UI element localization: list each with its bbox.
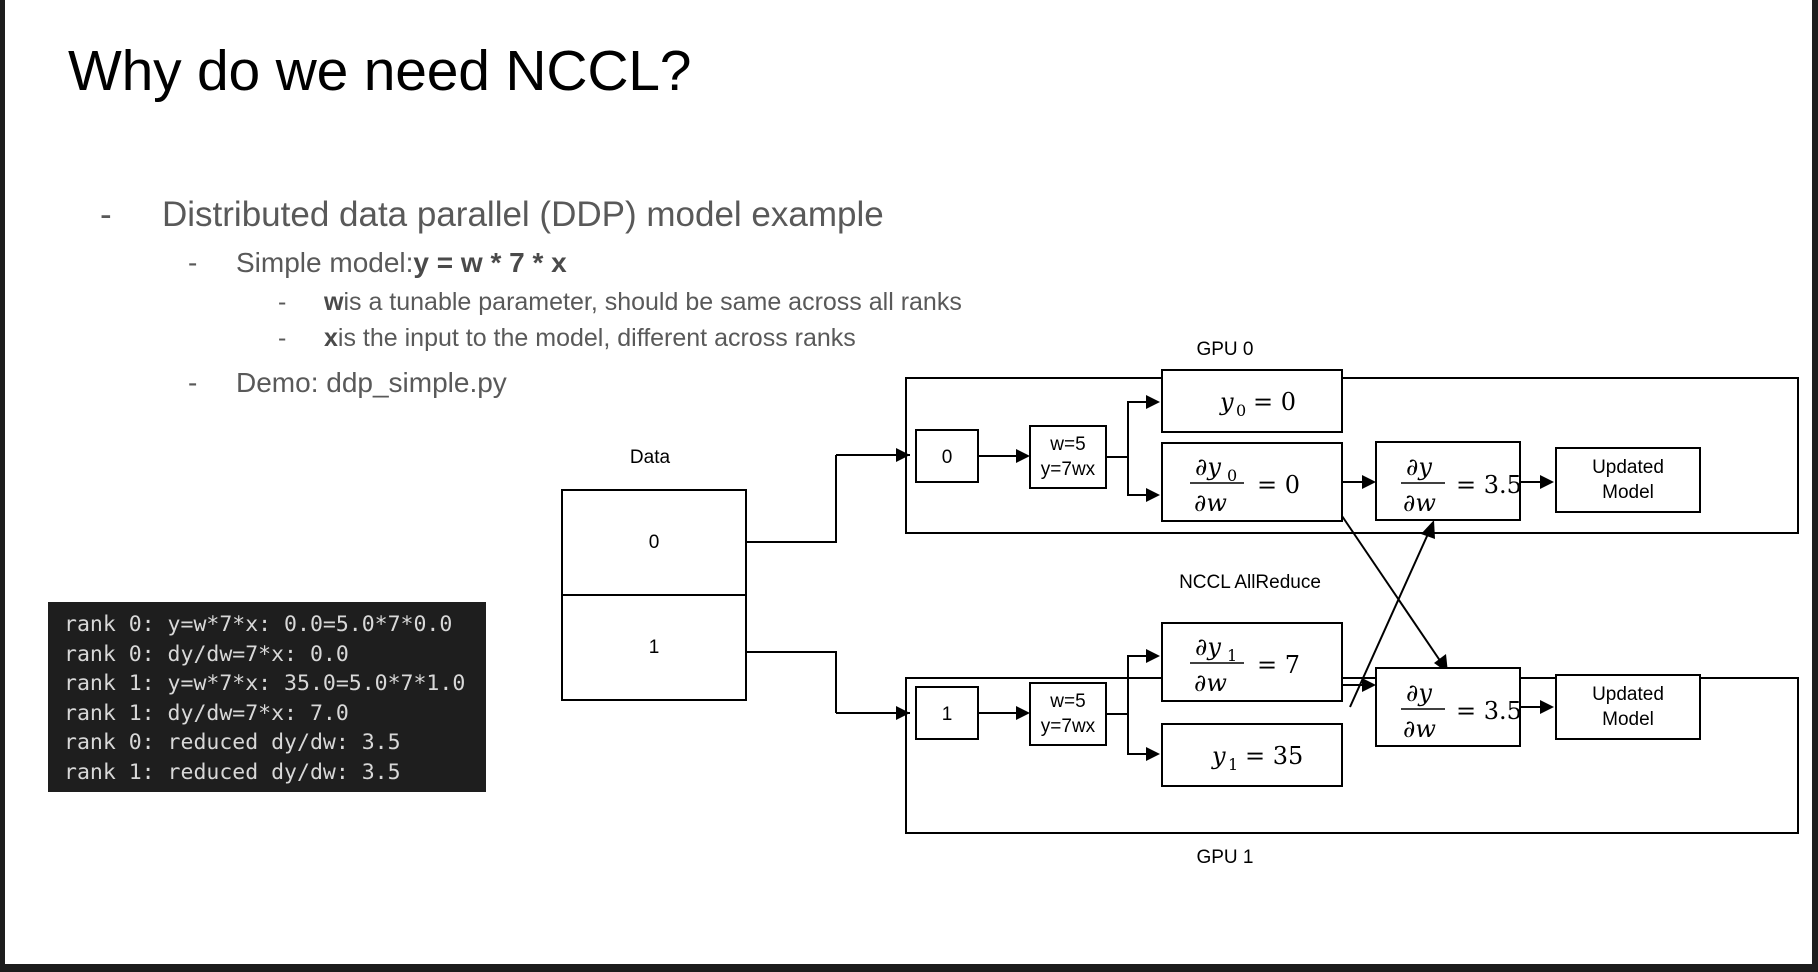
gpu0-grad-numerator-subscript: 0 [1227, 466, 1237, 485]
gpu0-updated-model-box [1555, 447, 1701, 513]
gpu1-forward-value: = 35 [1245, 742, 1303, 770]
gpu0-label: GPU 0 [1196, 339, 1253, 360]
gpu0-reduced-grad-box [1375, 441, 1521, 521]
gpu0-reduced-denominator: ∂w [1403, 489, 1436, 517]
param-x-symbol: x [324, 324, 338, 352]
gpu1-input-value: 1 [942, 704, 953, 725]
gpu1-grad-numerator: ∂y [1195, 633, 1221, 661]
simple-model-prefix: Simple model: [236, 247, 414, 278]
gpu0-updated-model-line1: Updated [1592, 457, 1664, 478]
gpu0-forward-output-box [1161, 369, 1343, 433]
bullet-dash: - [278, 324, 287, 352]
simple-model-formula: y = w * 7 * x [413, 247, 567, 278]
gpu1-forward-y-subscript: 1 [1228, 755, 1238, 774]
gpu1-reduced-grad-box [1375, 667, 1521, 747]
left-edge-strip [0, 0, 5, 972]
top-edge-strip [0, 0, 1818, 3]
gpu1-reduced-numerator: ∂y [1406, 679, 1432, 707]
bullet-level3-w: - w is a tunable parameter, should be sa… [278, 288, 962, 317]
bullet-dash: - [278, 288, 287, 316]
page-title: Why do we need NCCL? [68, 39, 692, 103]
terminal-line: rank 1: y=w*7*x: 35.0=5.0*7*1.0 [64, 671, 466, 696]
gpu0-reduced-value: = 3.5 [1456, 471, 1522, 499]
gpu0-forward-value: = 0 [1253, 388, 1296, 416]
data-cell-0-box [561, 489, 747, 596]
gpu0-forward-y-subscript: 0 [1236, 401, 1246, 420]
data-block-label: Data [630, 447, 671, 468]
gpu0-grad-value: = 0 [1257, 471, 1300, 499]
param-w-description: is a tunable parameter, should be same a… [343, 288, 962, 316]
bullet-level2-simple-model: - Simple model: y = w * 7 * x [188, 247, 962, 279]
gpu0-grad-box [1161, 442, 1343, 522]
gpu1-grad-value: = 7 [1257, 651, 1300, 679]
data-cell-1-value: 1 [649, 637, 660, 658]
gpu1-model-w: w=5 [1049, 691, 1085, 712]
gpu0-model-box [1029, 425, 1107, 489]
terminal-output-block: rank 0: y=w*7*x: 0.0=5.0*7*0.0 rank 0: d… [48, 602, 486, 792]
terminal-line: rank 0: y=w*7*x: 0.0=5.0*7*0.0 [64, 612, 453, 637]
terminal-line: rank 1: reduced dy/dw: 3.5 [64, 759, 401, 785]
bullet-level3-x: - x is the input to the model, different… [278, 324, 962, 353]
bullet-level2-demo: - Demo: ddp_simple.py [188, 367, 962, 399]
gpu1-updated-model-line1: Updated [1592, 684, 1664, 705]
bullet-dash: - [188, 247, 198, 278]
ddp-dataflow-diagram: Data 0 1 GPU 0 0 w=5 y=7wx [560, 330, 1800, 950]
bullet-dash: - [188, 367, 198, 398]
data-cell-0-value: 0 [649, 532, 660, 553]
data-cell-1-box [561, 594, 747, 701]
gpu0-grad-numerator: ∂y [1195, 453, 1221, 481]
gpu0-forward-y-symbol: y [1219, 388, 1234, 416]
nccl-allreduce-label: NCCL AllReduce [1179, 572, 1321, 593]
gpu1-model-box [1029, 682, 1107, 746]
gpu1-reduced-denominator: ∂w [1403, 715, 1436, 743]
gpu0-updated-model-line2: Model [1602, 482, 1654, 503]
gpu1-reduced-value: = 3.5 [1456, 697, 1522, 725]
demo-label: Demo: ddp_simple.py [236, 367, 507, 398]
gpu1-group-box [905, 677, 1799, 834]
terminal-line: rank 0: reduced dy/dw: 3.5 [64, 730, 401, 755]
gpu1-forward-output-box [1161, 723, 1343, 787]
gpu1-grad-denominator: ∂w [1194, 669, 1227, 697]
gpu1-label: GPU 1 [1196, 847, 1253, 868]
gpu0-grad-denominator: ∂w [1194, 489, 1227, 517]
gpu1-updated-model-line2: Model [1602, 709, 1654, 730]
terminal-line: rank 0: dy/dw=7*x: 0.0 [64, 641, 349, 667]
bullet-dash: - [100, 195, 112, 234]
terminal-line: rank 1: dy/dw=7*x: 7.0 [64, 700, 349, 726]
bottom-edge-strip [0, 964, 1818, 972]
param-x-description: is the input to the model, different acr… [337, 324, 856, 352]
bullet-level1-label: Distributed data parallel (DDP) model ex… [162, 195, 884, 234]
gpu1-grad-numerator-subscript: 1 [1227, 646, 1237, 665]
gpu1-model-eq: y=7wx [1041, 716, 1096, 737]
gpu0-input-value: 0 [942, 447, 953, 468]
bullet-list: - Distributed data parallel (DDP) model … [100, 195, 962, 408]
gpu0-model-eq: y=7wx [1041, 459, 1096, 480]
gpu0-group-box [905, 377, 1799, 534]
right-edge-strip [1812, 0, 1818, 972]
bullet-level1-ddp: - Distributed data parallel (DDP) model … [100, 195, 962, 235]
param-w-symbol: w [324, 288, 344, 316]
gpu1-grad-box [1161, 622, 1343, 702]
gpu1-updated-model-box [1555, 674, 1701, 740]
gpu1-forward-y-symbol: y [1211, 742, 1226, 770]
gpu0-reduced-numerator: ∂y [1406, 453, 1432, 481]
gpu0-model-w: w=5 [1049, 434, 1085, 455]
